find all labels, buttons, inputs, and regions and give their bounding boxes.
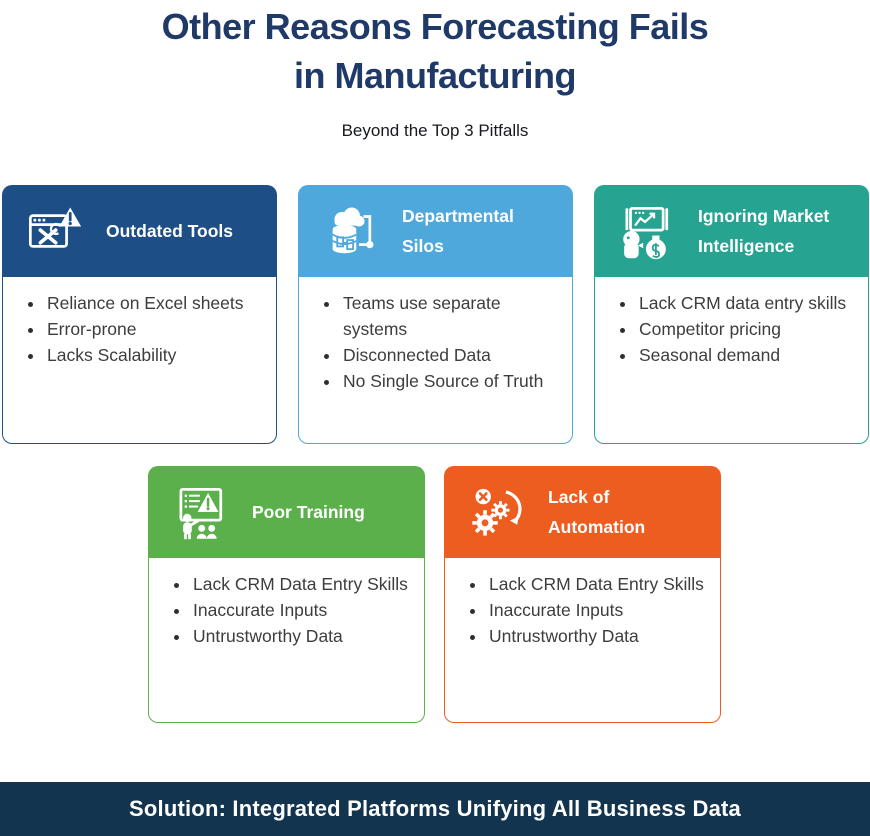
- card-ignoring-market-intelligence-title: Ignoring Market Intelligence: [698, 206, 830, 256]
- browser-tools-warning-icon: [28, 207, 82, 248]
- list-item: Error-prone: [45, 316, 266, 342]
- card-poor-training-body: Lack CRM Data Entry Skills Inaccurate In…: [148, 558, 425, 723]
- card-lack-of-automation-list: Lack CRM Data Entry Skills Inaccurate In…: [445, 558, 720, 649]
- list-item: Disconnected Data: [341, 342, 562, 368]
- card-departmental-silos: Departmental Silos Teams use separate sy…: [298, 185, 573, 444]
- market-intelligence-icon: [623, 206, 669, 260]
- card-ignoring-market-intelligence-body: Lack CRM data entry skills Competitor pr…: [594, 277, 869, 444]
- training-warning-icon: [179, 487, 223, 540]
- page-subtitle: Beyond the Top 3 Pitfalls: [341, 121, 529, 140]
- list-item: Lack CRM data entry skills: [637, 290, 858, 316]
- card-outdated-tools-title: Outdated Tools: [106, 221, 234, 241]
- card-ignoring-market-intelligence-header: Ignoring Market Intelligence: [594, 185, 869, 277]
- list-item: Lack CRM Data Entry Skills: [487, 571, 710, 597]
- card-departmental-silos-title: Departmental Silos: [402, 206, 514, 256]
- solution-banner-text: Solution: Integrated Platforms Unifying …: [129, 796, 741, 821]
- list-item: Lack CRM Data Entry Skills: [191, 571, 414, 597]
- list-item: Inaccurate Inputs: [191, 597, 414, 623]
- card-poor-training-header: Poor Training: [148, 466, 425, 558]
- cards-row-bottom: Poor Training Lack CRM Data Entry Skills…: [148, 466, 721, 723]
- card-departmental-silos-list: Teams use separate systems Disconnected …: [299, 277, 572, 394]
- gears-automation-icon: [472, 488, 522, 536]
- list-item: Untrustworthy Data: [191, 623, 414, 649]
- card-ignoring-market-intelligence-list: Lack CRM data entry skills Competitor pr…: [595, 277, 868, 368]
- card-departmental-silos-header: Departmental Silos: [298, 185, 573, 277]
- card-outdated-tools: Outdated Tools Reliance on Excel sheets …: [2, 185, 277, 444]
- card-lack-of-automation-title: Lack of Automation: [548, 487, 646, 537]
- cards-row-top: Outdated Tools Reliance on Excel sheets …: [2, 185, 869, 444]
- card-poor-training: Poor Training Lack CRM Data Entry Skills…: [148, 466, 425, 723]
- card-lack-of-automation-body: Lack CRM Data Entry Skills Inaccurate In…: [444, 558, 721, 723]
- solution-banner: Solution: Integrated Platforms Unifying …: [0, 782, 870, 836]
- list-item: No Single Source of Truth: [341, 368, 562, 394]
- list-item: Competitor pricing: [637, 316, 858, 342]
- card-lack-of-automation-header: Lack of Automation: [444, 466, 721, 558]
- list-item: Untrustworthy Data: [487, 623, 710, 649]
- card-departmental-silos-body: Teams use separate systems Disconnected …: [298, 277, 573, 444]
- list-item: Seasonal demand: [637, 342, 858, 368]
- card-ignoring-market-intelligence: Ignoring Market Intelligence Lack CRM da…: [594, 185, 869, 444]
- card-poor-training-title: Poor Training: [252, 502, 365, 522]
- card-lack-of-automation: Lack of Automation Lack CRM Data Entry S…: [444, 466, 721, 723]
- page-title-line1: Other Reasons Forecasting Fails: [161, 6, 709, 47]
- page-title-line2: in Manufacturing: [294, 55, 577, 96]
- list-item: Inaccurate Inputs: [487, 597, 710, 623]
- card-poor-training-list: Lack CRM Data Entry Skills Inaccurate In…: [149, 558, 424, 649]
- page-title: Other Reasons Forecasting Fails in Manuf…: [0, 2, 870, 100]
- card-outdated-tools-list: Reliance on Excel sheets Error-prone Lac…: [3, 277, 276, 368]
- card-outdated-tools-body: Reliance on Excel sheets Error-prone Lac…: [2, 277, 277, 444]
- card-outdated-tools-header: Outdated Tools: [2, 185, 277, 277]
- list-item: Teams use separate systems: [341, 290, 562, 342]
- cloud-database-silos-icon: [332, 207, 374, 254]
- list-item: Reliance on Excel sheets: [45, 290, 266, 316]
- list-item: Lacks Scalability: [45, 342, 266, 368]
